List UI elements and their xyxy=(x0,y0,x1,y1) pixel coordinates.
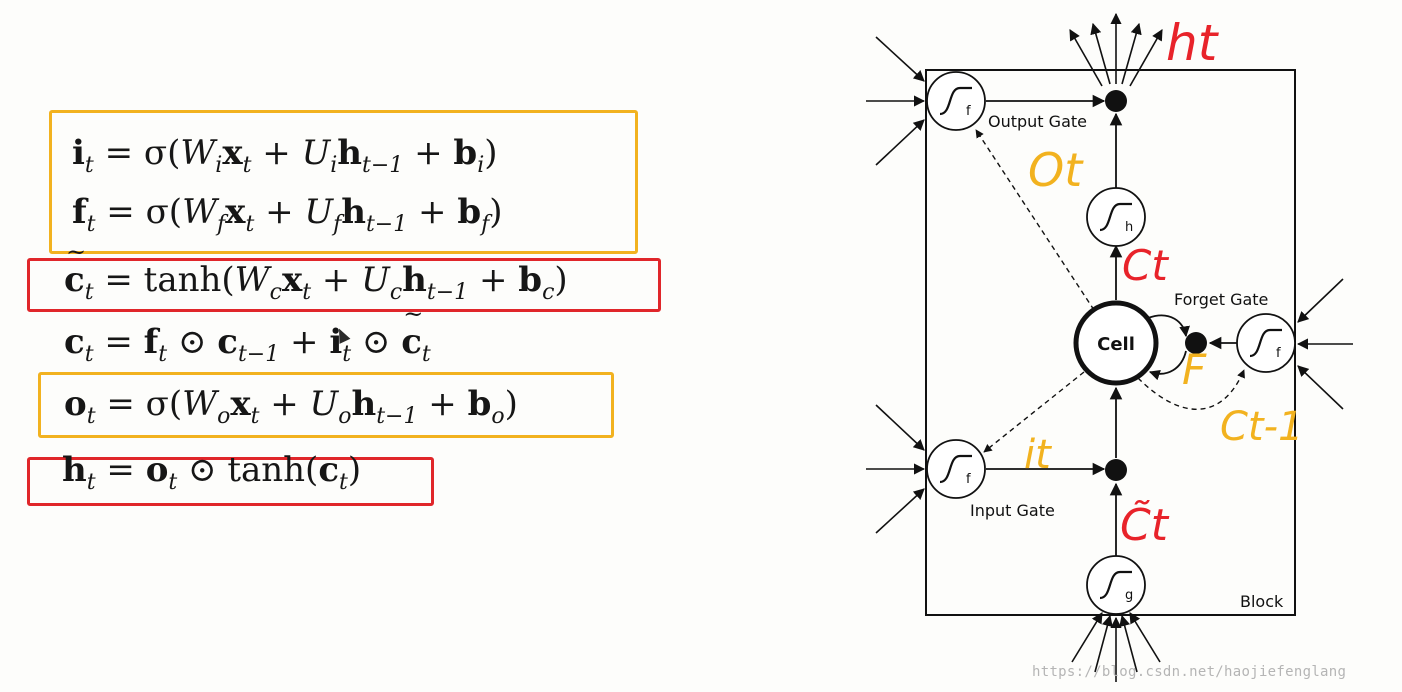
annotation-c-tilde-t: C̃t xyxy=(1120,498,1170,551)
forget-gate-symbol: f xyxy=(1276,346,1281,361)
annotation-h-t: ht xyxy=(1166,14,1220,72)
sigmoid-icon xyxy=(939,454,972,484)
annotation-o-t: Ot xyxy=(1028,143,1084,197)
input-gate-label: Input Gate xyxy=(970,501,1055,520)
forget-gate: f xyxy=(1236,313,1296,373)
cell-input-symbol: g xyxy=(1125,588,1133,603)
block-label: Block xyxy=(1240,592,1284,611)
output-arrows xyxy=(1069,12,1163,87)
output-multiply-node xyxy=(1105,90,1127,112)
output-gate-label: Output Gate xyxy=(988,112,1087,131)
equation-forget-gate: ft = σ(Wfxt + Ufht−1 + bf) xyxy=(72,192,503,237)
watermark-url: https://blog.csdn.net/haojiefenglang xyxy=(1032,664,1347,680)
input-gate-inputs xyxy=(866,404,926,534)
equation-candidate-cell: ct = tanh(Wcxt + Ucht−1 + bc) xyxy=(64,238,568,304)
annotation-f: F xyxy=(1182,345,1207,394)
cell-input-activation: g xyxy=(1086,555,1146,615)
tanh-icon xyxy=(1099,570,1132,600)
output-gate-symbol: f xyxy=(966,104,971,119)
annotation-c-t: Ct xyxy=(1122,241,1169,290)
cell-node xyxy=(1073,300,1159,386)
forget-gate-inputs xyxy=(1296,278,1353,410)
tanh-icon xyxy=(1099,202,1132,232)
highlight-box-candidate xyxy=(27,258,661,312)
input-gate-symbol: f xyxy=(966,472,971,487)
forget-multiply-node xyxy=(1185,332,1207,354)
equation-cell-state: ct = ft ⊙ ct−1 + it ⊙ ct xyxy=(64,300,431,366)
input-multiply-node xyxy=(1105,459,1127,481)
sigmoid-icon xyxy=(939,86,972,116)
forget-gate-label: Forget Gate xyxy=(1174,290,1268,309)
cell-output-activation: h xyxy=(1086,187,1146,247)
equation-hidden-state: ht = ot ⊙ tanh(ct) xyxy=(62,450,362,495)
highlight-box-output xyxy=(38,372,614,438)
annotation-c-t-minus-1: Ct-1 xyxy=(1220,404,1304,450)
cell-output-symbol: h xyxy=(1125,220,1133,235)
highlight-box-input-forget xyxy=(49,110,638,254)
sigmoid-icon xyxy=(1249,328,1282,358)
input-gate: f xyxy=(926,439,986,499)
peephole-connections xyxy=(975,129,1245,453)
highlight-box-hidden xyxy=(27,457,434,506)
annotation-i-t: it xyxy=(1024,432,1052,478)
cell-label: Cell xyxy=(1097,334,1135,355)
equation-input-gate: it = σ(Wixt + Uiht−1 + bi) xyxy=(72,133,498,178)
output-gate-inputs xyxy=(866,36,926,166)
equation-output-gate: ot = σ(Woxt + Uoht−1 + bo) xyxy=(64,384,518,429)
output-gate: f xyxy=(926,71,986,131)
cell-input-arrows xyxy=(1071,612,1161,682)
internal-connections xyxy=(986,94,1238,556)
